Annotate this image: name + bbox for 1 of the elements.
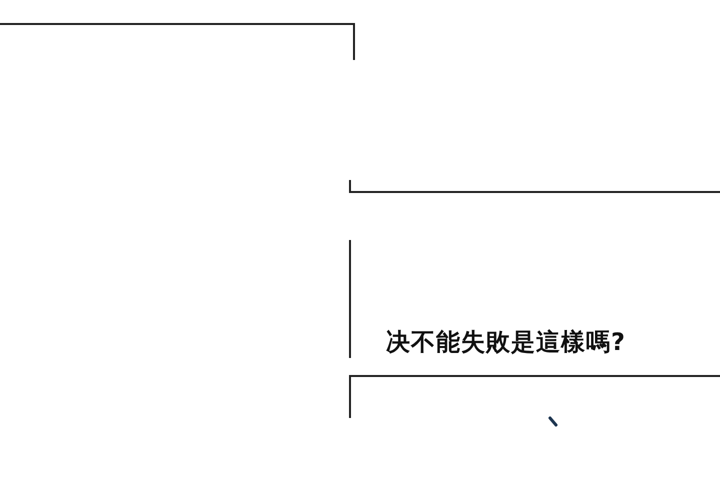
speech-text: 决不能失敗是這樣嗎? (386, 327, 626, 358)
